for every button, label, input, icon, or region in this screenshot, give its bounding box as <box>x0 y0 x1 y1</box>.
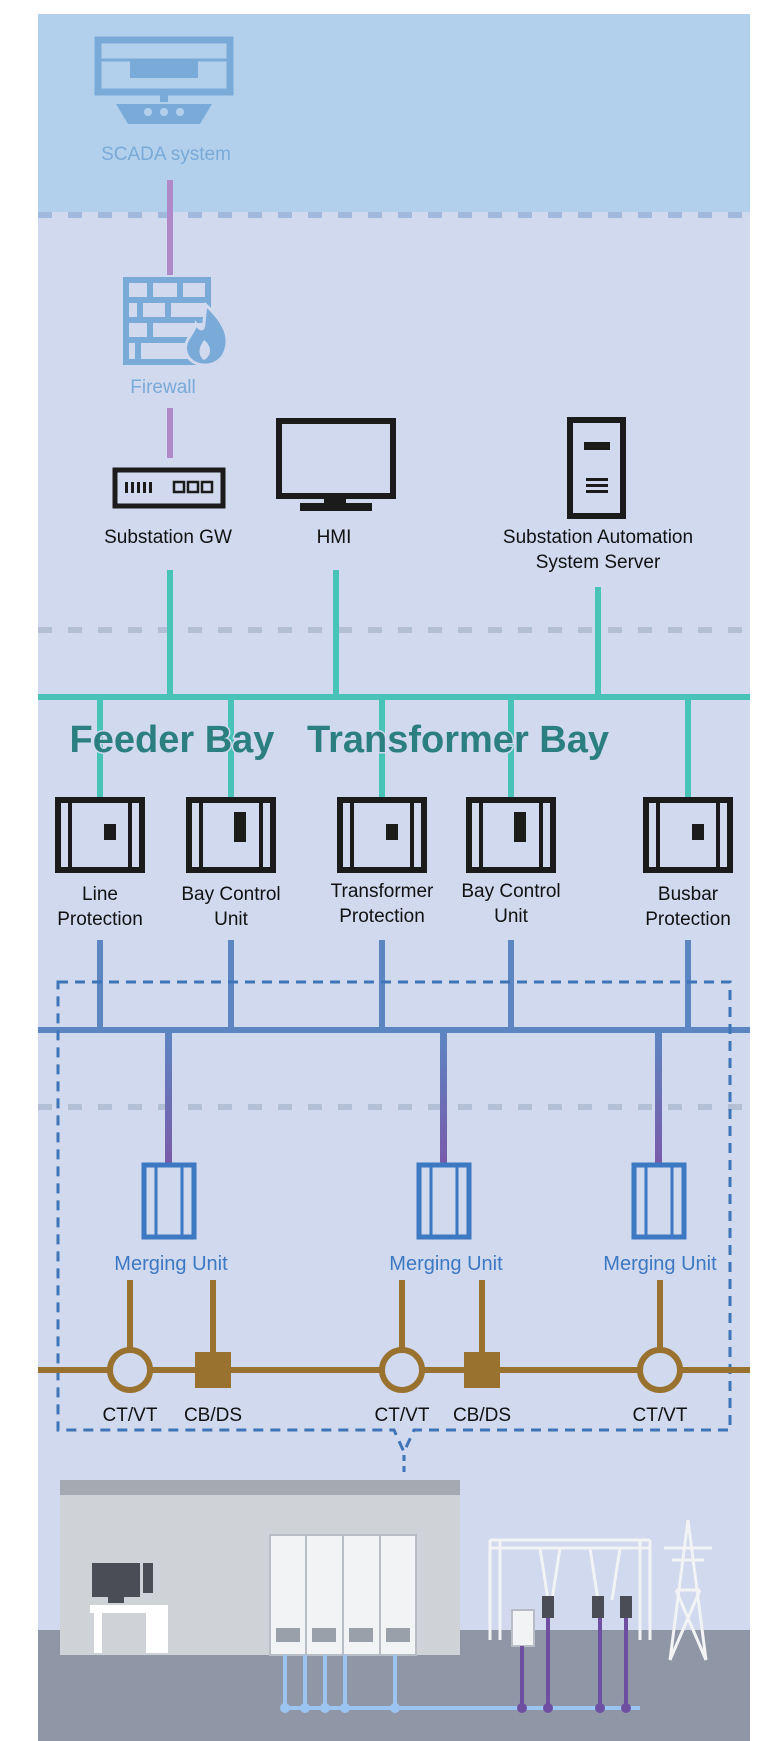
ied-label-line2: Protection <box>645 909 731 930</box>
cb-ds-symbol <box>464 1352 500 1388</box>
ied-box <box>186 797 276 873</box>
firewall-label: Firewall <box>130 377 195 398</box>
primary-label: CT/VT <box>633 1405 688 1426</box>
ied-label-line1: Bay Control <box>181 884 280 905</box>
station-bus <box>38 570 750 800</box>
ied-label-line1: Transformer <box>331 881 434 902</box>
ct-vt-symbol <box>107 1347 153 1393</box>
substation-building-icon <box>38 1480 750 1741</box>
merging-unit-icon <box>631 1162 687 1240</box>
ct-vt-symbol <box>379 1347 425 1393</box>
ied-box <box>643 797 733 873</box>
ied-label-line1: Busbar <box>658 884 719 905</box>
merging-unit-label: Merging Unit <box>114 1253 228 1275</box>
ied-label-line2: Protection <box>57 909 143 930</box>
ied-box <box>466 797 556 873</box>
primary-label: CT/VT <box>375 1405 430 1426</box>
primary-label: CB/DS <box>453 1405 511 1426</box>
scada-label: SCADA system <box>101 144 231 165</box>
merging-unit-icon <box>416 1162 472 1240</box>
merging-unit-icon <box>141 1162 197 1240</box>
monitor-icon <box>276 418 396 511</box>
server-tower-icon <box>567 417 626 519</box>
cb-ds-symbol <box>195 1352 231 1388</box>
feeder-bay-title: Feeder Bay <box>70 719 275 761</box>
process-bus <box>38 940 750 1033</box>
ied-label-line1: Line <box>82 884 118 905</box>
merging-unit-label: Merging Unit <box>389 1253 503 1275</box>
ied-label-line2: Unit <box>214 909 249 930</box>
ied-box <box>337 797 427 873</box>
gateway-label: Substation GW <box>104 527 232 548</box>
scada-workstation-icon <box>94 36 234 124</box>
server-label-line2: System Server <box>536 552 661 573</box>
ied-box <box>55 797 145 873</box>
ied-label-line2: Unit <box>494 906 529 927</box>
primary-label: CB/DS <box>184 1405 242 1426</box>
transformer-bay-title: Transformer Bay <box>307 719 609 761</box>
ied-label-line2: Protection <box>339 906 425 927</box>
gateway-router-icon <box>112 467 226 509</box>
primary-label: CT/VT <box>103 1405 158 1426</box>
merging-unit-label: Merging Unit <box>603 1253 717 1275</box>
hmi-label: HMI <box>317 527 352 548</box>
server-label-line1: Substation Automation <box>503 527 693 548</box>
ct-vt-symbol <box>637 1347 683 1393</box>
firewall-icon <box>123 277 229 367</box>
merging-unit-links <box>165 1030 662 1165</box>
process-zone-frame <box>56 980 732 1456</box>
ied-label-line1: Bay Control <box>461 881 560 902</box>
